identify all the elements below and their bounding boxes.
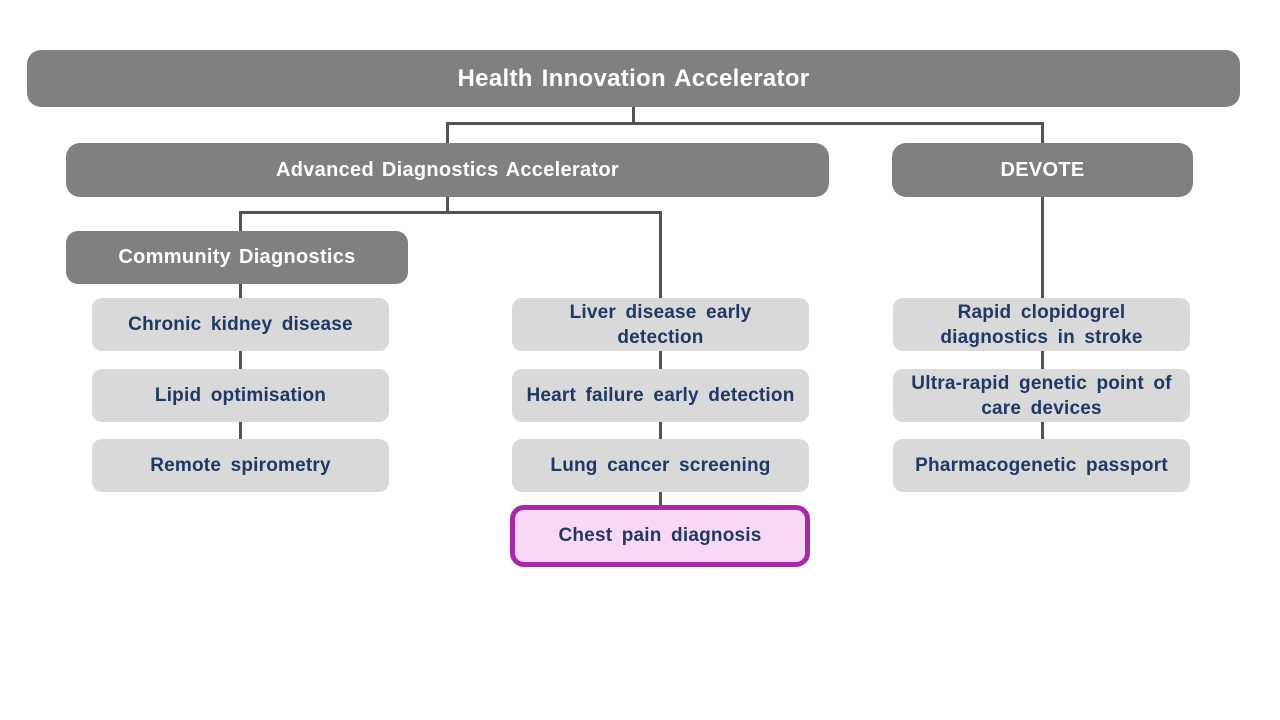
connector-ada-stem [446,197,449,212]
node-heart-failure-early-detection: Heart failure early detection [512,369,809,422]
connector-devote-stem [1041,197,1044,298]
node-remote-spirometry: Remote spirometry [92,439,389,492]
node-lung-cancer-screening: Lung cancer screening [512,439,809,492]
connector-left-gap1 [239,351,242,369]
connector-chest-pain-stem [659,492,662,505]
connector-right-gap2 [1041,422,1044,439]
connector-left-gap2 [239,422,242,439]
connector-level3-crossbar [239,211,662,214]
node-pharmacogenetic-passport: Pharmacogenetic passport [893,439,1190,492]
node-health-innovation-accelerator: Health Innovation Accelerator [27,50,1240,107]
node-advanced-diagnostics-accelerator: Advanced Diagnostics Accelerator [66,143,829,197]
node-rapid-clopidogrel-diagnostics-in-stroke: Rapid clopidogrel diagnostics in stroke [893,298,1190,351]
connector-right-gap1 [1041,351,1044,369]
connector-community-drop [239,211,242,231]
connector-mid-gap1 [659,351,662,369]
connector-ada-projects-drop [659,211,662,298]
node-lipid-optimisation: Lipid optimisation [92,369,389,422]
connector-mid-gap2 [659,422,662,439]
node-community-diagnostics: Community Diagnostics [66,231,408,284]
node-liver-disease-early-detection: Liver disease early detection [512,298,809,351]
node-ultra-rapid-genetic-point-of-care-devices: Ultra-rapid genetic point of care device… [893,369,1190,422]
connector-ada-drop [446,122,449,143]
node-chronic-kidney-disease: Chronic kidney disease [92,298,389,351]
node-devote: DEVOTE [892,143,1193,197]
connector-root-stem [632,107,635,123]
connector-devote-drop [1041,122,1044,143]
connector-community-stem [239,284,242,298]
node-chest-pain-diagnosis-highlighted: Chest pain diagnosis [510,505,810,567]
connector-level2-crossbar [446,122,1044,125]
